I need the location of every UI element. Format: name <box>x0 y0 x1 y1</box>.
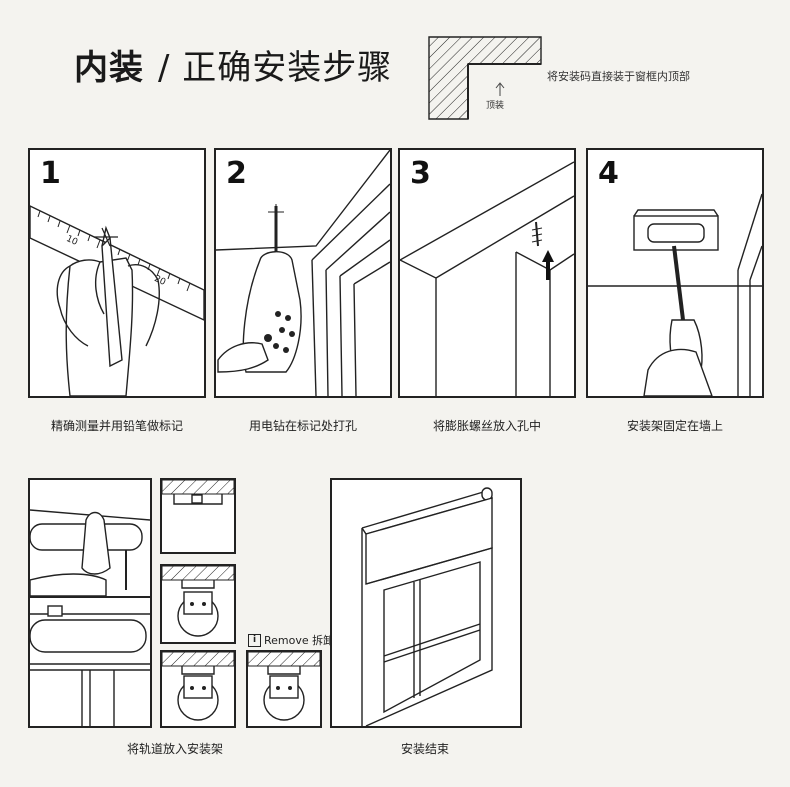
finished-window-illustration <box>361 487 493 726</box>
bottom-left-caption: 将轨道放入安装架 <box>126 742 223 756</box>
bracket-detail-1-illustration <box>162 480 234 505</box>
roller-hand-panel <box>28 478 152 598</box>
frame-note: 将安装码直接装于窗框内顶部 <box>547 70 690 83</box>
inside-mount-diagram <box>428 36 543 120</box>
frame-top-label: 顶装 <box>486 101 505 111</box>
bracket-illustration <box>588 193 762 396</box>
remove-label: Remove 拆卸 <box>264 634 335 647</box>
bracket-detail-2-illustration <box>162 566 234 637</box>
bracket-detail-3-illustration <box>162 652 234 721</box>
bracket-detail-remove-illustration <box>248 652 320 721</box>
step-1-panel: 1 10 20 <box>28 148 206 398</box>
step-4-number: 4 <box>598 156 619 191</box>
remove-note: i Remove 拆卸 <box>248 632 334 648</box>
bottom-right-caption: 安装结束 <box>400 742 449 756</box>
step-3-caption: 将膨胀螺丝放入孔中 <box>432 419 541 433</box>
measure-illustration <box>30 205 204 396</box>
page-title: / 正确安装步骤 <box>158 48 393 88</box>
step-4-caption: 安装架固定在墙上 <box>626 419 723 433</box>
step-2-number: 2 <box>226 156 247 191</box>
step-3-number: 3 <box>410 156 431 191</box>
step-1-number: 1 <box>40 156 61 191</box>
anchor-illustration <box>400 161 574 396</box>
roller-mounted-illustration <box>30 605 150 726</box>
roller-mounted-panel <box>28 596 152 728</box>
step-2-panel: 2 <box>214 148 392 398</box>
step-2-caption: 用电钻在标记处打孔 <box>248 419 357 433</box>
bracket-detail-1 <box>160 478 236 554</box>
page-title-bold: 内装 <box>74 48 144 88</box>
step-4-panel: 4 <box>586 148 764 398</box>
info-icon: i <box>248 633 261 647</box>
finished-panel <box>330 478 522 728</box>
bracket-detail-3 <box>160 650 236 728</box>
roller-hand-illustration <box>30 509 150 596</box>
step-3-panel: 3 <box>398 148 576 398</box>
bracket-detail-2 <box>160 564 236 644</box>
step-1-caption: 精确测量并用铅笔做标记 <box>50 419 183 433</box>
drill-illustration <box>216 150 390 396</box>
bracket-detail-remove <box>246 650 322 728</box>
